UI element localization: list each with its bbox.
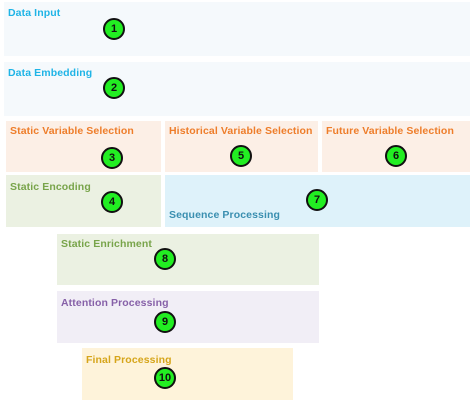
block-data-embedding: Data Embedding 2 <box>4 62 470 116</box>
step-badge: 9 <box>154 311 176 333</box>
block-label: Attention Processing <box>61 297 169 309</box>
block-static-encoding: Static Encoding 4 <box>6 175 161 227</box>
step-badge: 6 <box>385 145 407 167</box>
block-historical-variable-selection: Historical Variable Selection 5 <box>165 121 318 172</box>
block-label: Static Variable Selection <box>10 125 134 137</box>
step-badge: 2 <box>103 77 125 99</box>
block-static-enrichment: Static Enrichment 8 <box>57 234 319 285</box>
block-static-variable-selection: Static Variable Selection 3 <box>6 121 161 172</box>
block-attention-processing: Attention Processing 9 <box>57 291 319 343</box>
block-sequence-processing: 7 Sequence Processing <box>165 175 470 227</box>
block-future-variable-selection: Future Variable Selection 6 <box>322 121 470 172</box>
step-badge: 5 <box>230 145 252 167</box>
block-label: Future Variable Selection <box>326 125 454 137</box>
block-label: Sequence Processing <box>169 209 281 221</box>
step-badge: 10 <box>154 367 176 389</box>
block-label: Static Encoding <box>10 181 91 193</box>
step-badge: 8 <box>154 248 176 270</box>
step-badge: 4 <box>101 191 123 213</box>
block-label: Historical Variable Selection <box>169 125 313 137</box>
block-final-processing: Final Processing 10 <box>82 348 293 400</box>
block-label: Static Enrichment <box>61 238 152 250</box>
step-badge: 3 <box>101 147 123 169</box>
step-badge: 1 <box>103 18 125 40</box>
block-label: Data Input <box>8 7 61 19</box>
step-badge: 7 <box>306 189 328 211</box>
block-data-input: Data Input 1 <box>4 2 470 56</box>
block-label: Final Processing <box>86 354 172 366</box>
block-label: Data Embedding <box>8 67 93 79</box>
